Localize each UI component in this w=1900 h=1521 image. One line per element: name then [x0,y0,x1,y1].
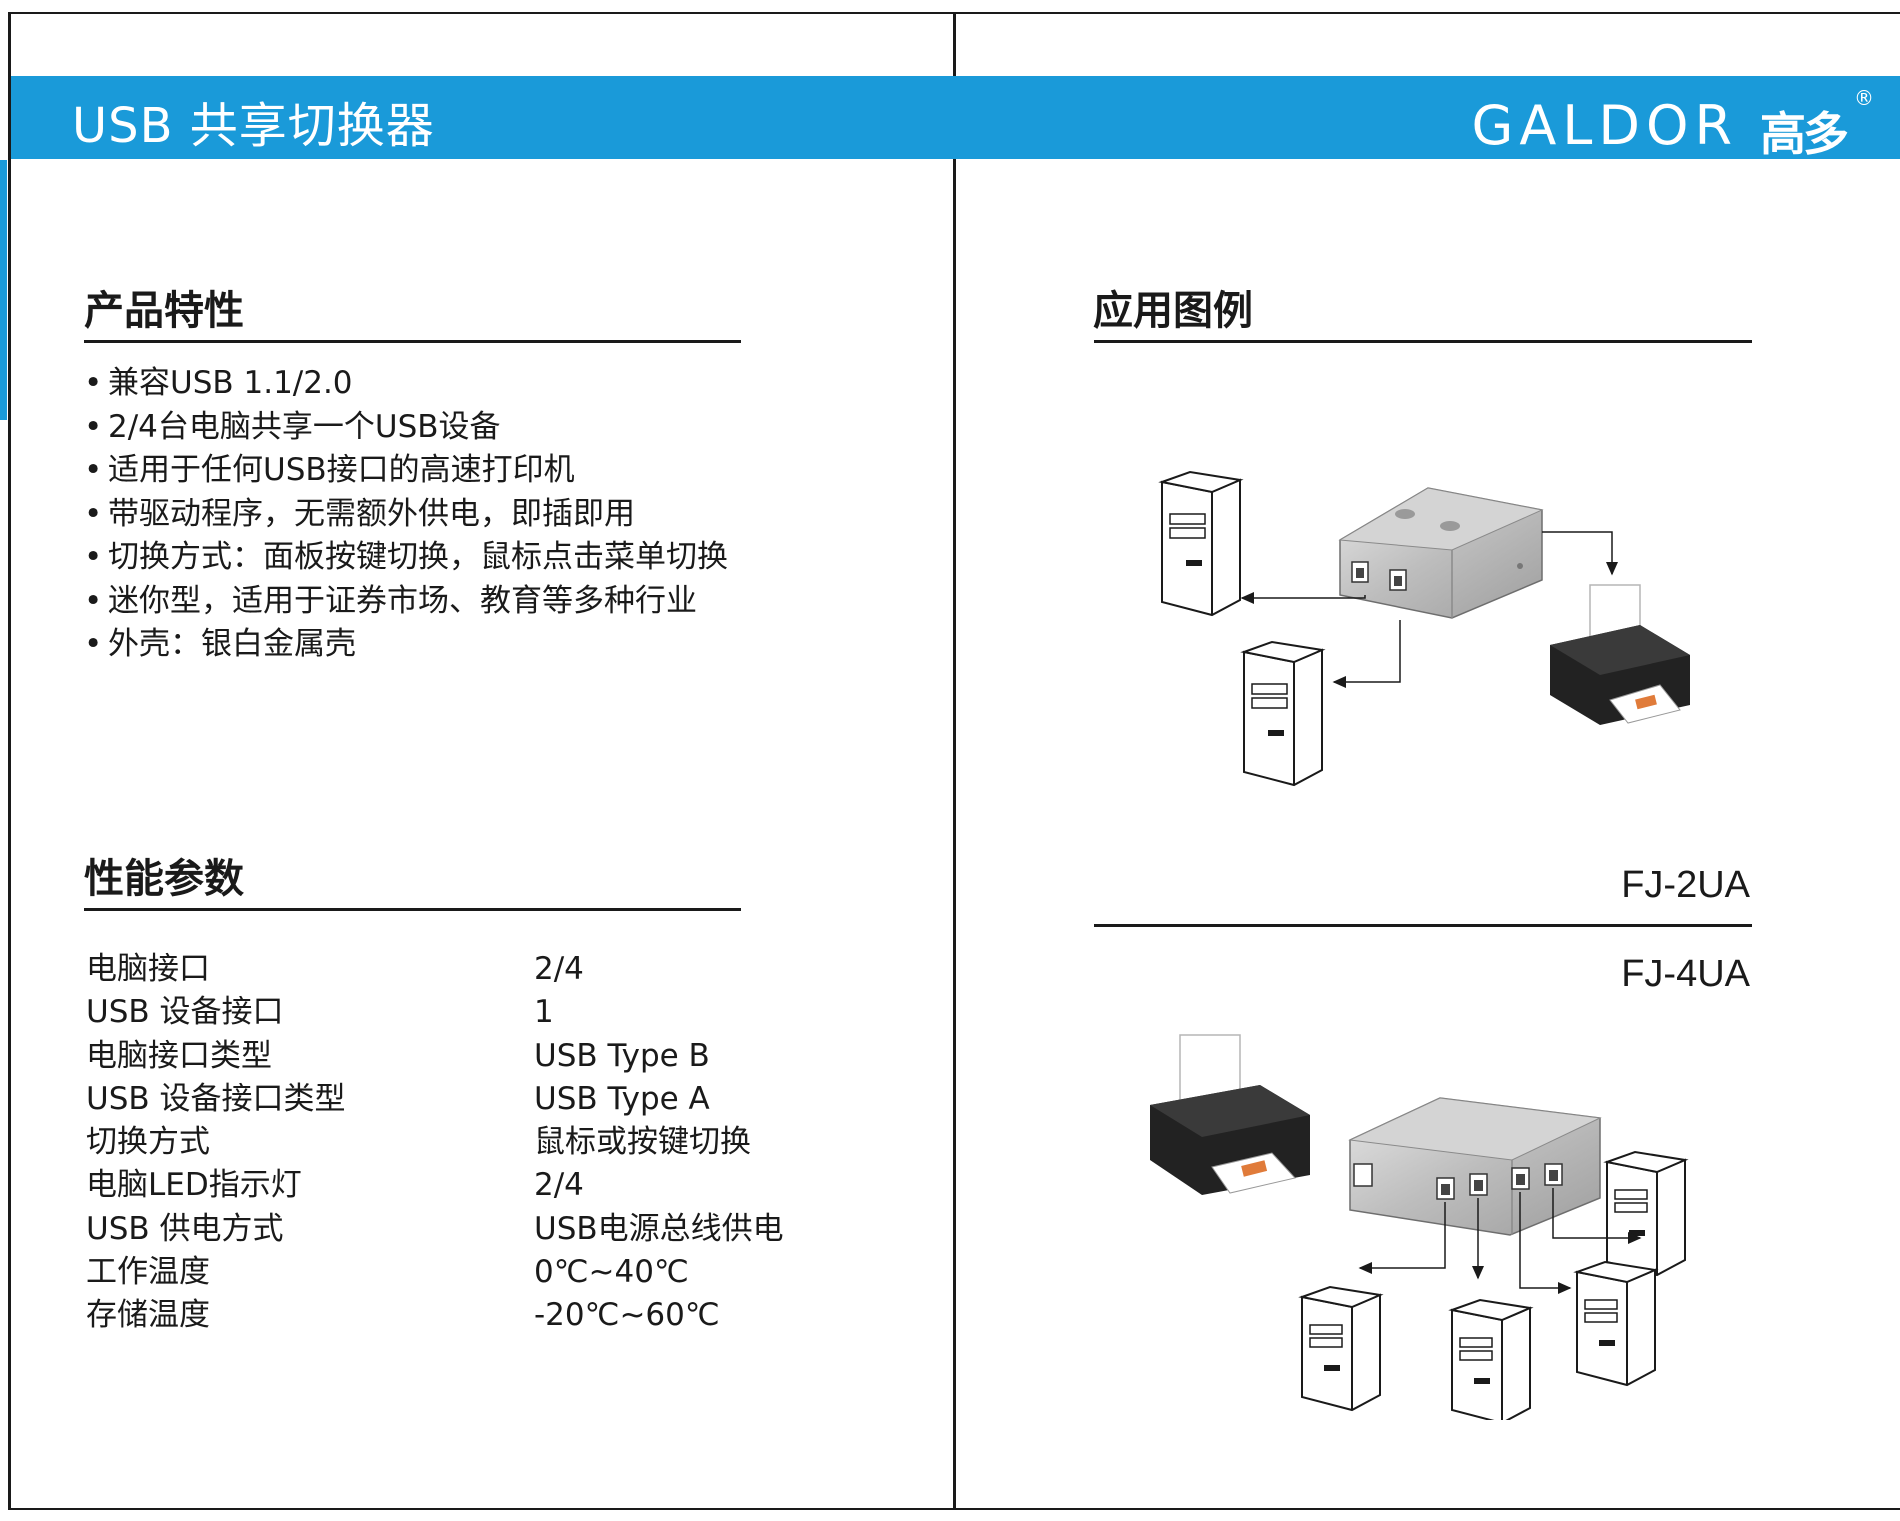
usb-switch-device-icon [1338,487,1544,619]
features-heading: 产品特性 [84,288,244,334]
feature-item: •迷你型，适用于证券市场、教育等多种行业 [84,580,728,624]
page-title: USB 共享切换器 [72,98,435,154]
spec-key: 存储温度 [86,1297,210,1334]
fj-2ua-diagram [1158,470,1690,787]
printer-icon [1550,584,1690,725]
fj-4ua-diagram [1150,1034,1689,1420]
table-row: 切换方式 鼠标或按键切换 [86,1121,784,1164]
bullet-icon: • [84,495,103,532]
brand-wordmark: GALDOR [1471,94,1738,157]
bullet-icon: • [84,582,103,619]
registered-mark: ® [1854,86,1874,110]
feature-text: 兼容USB 1.1/2.0 [108,365,353,401]
feature-item: •外壳：银白金属壳 [84,623,728,667]
table-row: 电脑接口类型 USB Type B [86,1035,784,1078]
table-row: 电脑LED指示灯 2/4 [86,1164,784,1207]
spec-table: 电脑接口 2/4 USB 设备接口 1 电脑接口类型 USB Type B USB 设… [86,948,784,1338]
spec-key: 电脑接口类型 [86,1037,272,1074]
table-row: 电脑接口 2/4 [86,948,784,991]
left-border [8,12,11,1510]
spec-value: USB Type B [534,1037,710,1074]
feature-item: •兼容USB 1.1/2.0 [84,362,728,406]
feature-list: •兼容USB 1.1/2.0 •2/4台电脑共享一个USB设备 •适用于任何US… [84,362,728,667]
feature-text: 适用于任何USB接口的高速打印机 [108,452,575,488]
table-row: USB 设备接口类型 USB Type A [86,1078,784,1121]
header-bar [11,76,1900,159]
printer-icon [1150,1034,1310,1195]
table-row: USB 供电方式 USB电源总线供电 [86,1208,784,1251]
model-label-fj-2ua: FJ-2UA [1621,864,1750,906]
spec-key: USB 设备接口 [86,994,284,1031]
feature-item: •带驱动程序，无需额外供电，即插即用 [84,493,728,537]
feature-text: 迷你型，适用于证券市场、教育等多种行业 [108,582,697,619]
spec-value: 2/4 [534,1167,584,1204]
feature-text: 2/4台电脑共享一个USB设备 [108,408,501,445]
spec-value: 2/4 [534,951,584,987]
computer-tower-icon [1158,470,1244,617]
computer-tower-icon [1573,1260,1659,1387]
spec-value: 0℃~40℃ [534,1254,689,1291]
bullet-icon: • [84,365,103,401]
feature-text: 带驱动程序，无需额外供电，即插即用 [108,495,635,532]
spec-value: USB Type A [534,1080,710,1117]
spec-key: 工作温度 [86,1254,210,1291]
spec-key: 电脑LED指示灯 [86,1167,302,1204]
table-row: 工作温度 0℃~40℃ [86,1251,784,1294]
models-divider [1094,924,1752,927]
usb-switch-device-icon [1348,1097,1602,1236]
computer-tower-icon [1298,1285,1384,1412]
bullet-icon: • [84,408,103,445]
feature-item: •切换方式：面板按键切换，鼠标点击菜单切换 [84,536,728,580]
features-rule [84,340,741,343]
application-heading: 应用图例 [1093,288,1253,334]
feature-text: 切换方式：面板按键切换，鼠标点击菜单切换 [108,539,728,575]
spec-key: USB 设备接口类型 [86,1080,346,1117]
feature-text: 外壳：银白金属壳 [108,626,356,662]
table-row: 存储温度 -20℃~60℃ [86,1294,784,1337]
spec-value: 1 [534,994,554,1031]
spec-key: USB 供电方式 [86,1210,284,1247]
bullet-icon: • [84,539,103,575]
application-rule [1094,340,1752,343]
computer-tower-icon [1240,640,1326,787]
spec-key: 电脑接口 [86,951,210,987]
spec-value: -20℃~60℃ [534,1297,720,1334]
model-label-fj-4ua: FJ-4UA [1621,953,1750,995]
specs-rule [84,908,741,911]
spec-value: 鼠标或按键切换 [534,1124,751,1161]
bullet-icon: • [84,452,103,488]
left-accent-strip [0,160,7,420]
specs-heading: 性能参数 [84,856,244,902]
spec-key: 切换方式 [86,1124,210,1161]
feature-item: •适用于任何USB接口的高速打印机 [84,449,728,493]
brand-chinese-mark: 高多 [1760,107,1849,161]
computer-tower-icon [1448,1298,1534,1420]
computer-tower-icon [1603,1150,1689,1277]
table-row: USB 设备接口 1 [86,991,784,1034]
spec-value: USB电源总线供电 [534,1210,784,1247]
feature-item: •2/4台电脑共享一个USB设备 [84,406,728,450]
page-divider [953,12,956,1510]
bullet-icon: • [84,626,103,662]
